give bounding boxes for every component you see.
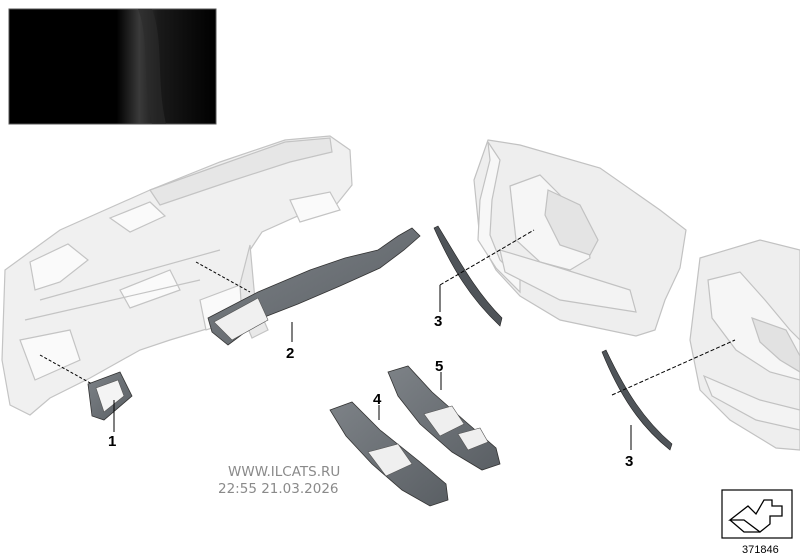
part-2-dashboard-trim [207, 227, 421, 346]
callout-3-rear: 3 [625, 453, 633, 470]
part-4-console-trim [329, 401, 449, 507]
front-door-panel [473, 139, 687, 337]
callout-3-front: 3 [434, 313, 442, 330]
callout-4: 4 [373, 391, 382, 408]
orientation-arrow-icon [721, 489, 793, 539]
callout-1: 1 [108, 433, 116, 450]
part-1-vent-trim [87, 371, 133, 421]
watermark-timestamp: 22:55 21.03.2026 [218, 481, 339, 497]
diagram-reference-number: 371846 [742, 544, 779, 556]
callout-labels: 1 2 3 3 4 5 [108, 313, 633, 470]
part-3-rear-strip [601, 349, 673, 451]
part-5-console-trim [387, 365, 501, 471]
rear-door-panel [689, 239, 800, 451]
leader-lines [39, 229, 736, 450]
part-3-front-strip [433, 225, 503, 327]
trim-sample-swatch [8, 8, 217, 125]
watermark-site: WWW.ILCATS.RU [228, 464, 340, 480]
callout-5: 5 [435, 358, 443, 375]
callout-2: 2 [286, 345, 294, 362]
watermark: WWW.ILCATS.RU 22:55 21.03.2026 [218, 464, 340, 497]
